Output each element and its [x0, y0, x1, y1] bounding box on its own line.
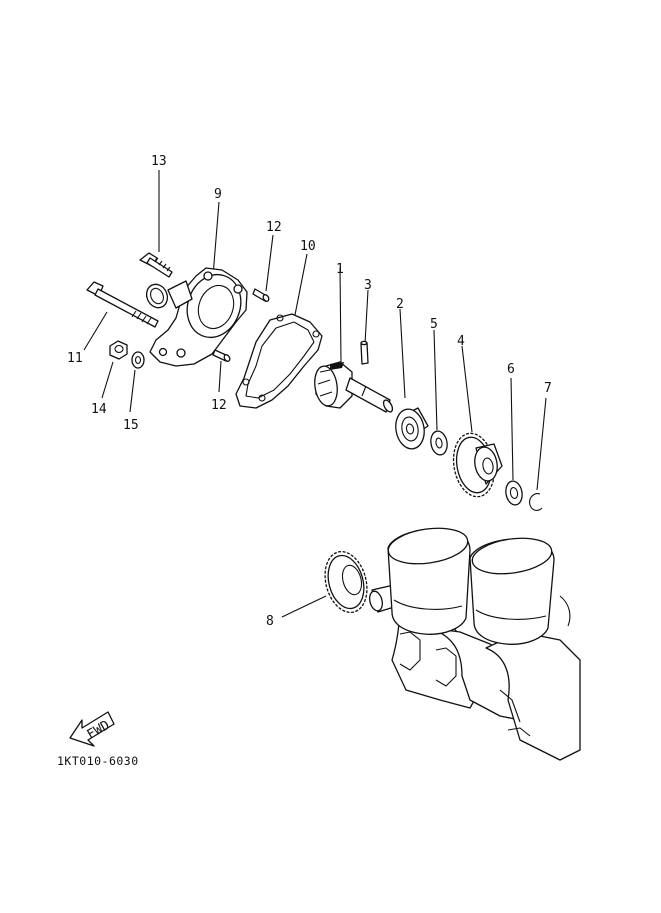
part-label-14: 14 [91, 402, 107, 417]
dowel-pin-12-upper [252, 288, 270, 302]
part-label-13: 13 [151, 154, 167, 169]
driven-gear-4 [452, 432, 503, 498]
dowel-pin-12-lower [212, 349, 231, 362]
circlip-7 [529, 493, 543, 511]
nut-14 [109, 340, 128, 360]
part-label-15: 15 [123, 418, 139, 433]
part-label-9: 9 [214, 187, 222, 202]
part-label-5: 5 [430, 317, 438, 332]
leader-lines [83, 170, 547, 618]
part-label-3: 3 [364, 278, 372, 293]
part-label-7: 7 [544, 381, 552, 396]
washer-15 [131, 351, 145, 369]
part-label-1: 1 [336, 262, 344, 277]
part-label-8: 8 [266, 614, 274, 629]
washer-5 [430, 430, 448, 456]
drive-gear-8 [324, 550, 368, 614]
part-label-11: 11 [67, 351, 83, 366]
part-labels: 13 9 12 10 1 3 2 5 4 6 7 11 14 15 12 8 [67, 154, 552, 629]
washer-6 [505, 480, 523, 506]
part-label-4: 4 [457, 334, 465, 349]
pin-3 [360, 340, 369, 365]
part-label-12-upper: 12 [266, 220, 282, 235]
bolt-11 [86, 281, 159, 328]
part-label-12-lower: 12 [211, 398, 227, 413]
fwd-direction-arrow: FWD [69, 711, 115, 747]
bearing-2 [395, 407, 429, 450]
part-label-6: 6 [507, 362, 515, 377]
pump-housing-9 [145, 267, 248, 367]
gasket-10 [235, 313, 323, 409]
part-label-10: 10 [300, 239, 316, 254]
crankshaft-assembly [369, 527, 581, 761]
impeller-shaft-1 [314, 361, 394, 413]
part-label-2: 2 [396, 297, 404, 312]
bolt-13 [139, 252, 173, 278]
drawing-code: 1KT010-6030 [57, 754, 139, 768]
